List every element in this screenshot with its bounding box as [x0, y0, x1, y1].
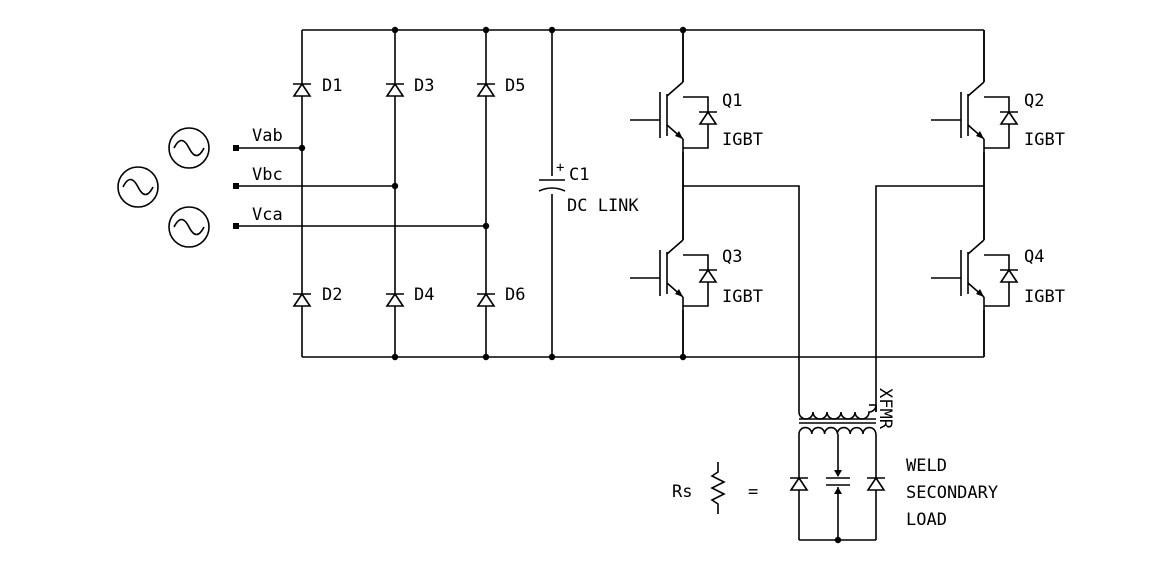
vca-label: Vca	[252, 205, 283, 225]
diode-d5-label: D5	[505, 76, 525, 96]
secondary-diode-left	[789, 476, 809, 491]
ac-source-symbols	[117, 127, 210, 248]
h-bridge-output-wires	[683, 185, 984, 412]
ac-source-top-icon	[168, 127, 210, 169]
igbt-q1: Q1 IGBT	[630, 30, 763, 186]
diode-d6: D6	[476, 285, 525, 307]
resistor-rs-label: Rs	[672, 482, 692, 502]
diode-d6-label: D6	[505, 285, 525, 305]
vab-label: Vab	[252, 126, 283, 146]
diode-d2-label: D2	[322, 285, 342, 305]
diode-d4: D4	[385, 285, 434, 307]
diode-d5: D5	[476, 76, 525, 97]
capacitor-c1: + C1 DC LINK	[538, 160, 639, 216]
secondary-diode-right	[866, 476, 886, 491]
load-caption-line-3: LOAD	[906, 510, 947, 530]
igbt-q4-label: Q4	[1024, 247, 1044, 267]
igbt-q2-label: Q2	[1024, 91, 1044, 111]
capacitor-polarity: +	[556, 160, 564, 176]
capacitor-caption: DC LINK	[567, 196, 639, 216]
diode-d1: D1	[292, 76, 342, 97]
igbt-q3-label: Q3	[722, 247, 742, 267]
igbt-q1-label: Q1	[722, 91, 742, 111]
igbt-q3-type: IGBT	[722, 287, 763, 307]
diode-d4-label: D4	[414, 285, 434, 305]
rectifier-bridge: D1 D2 D3 D4 D5 D6	[292, 76, 525, 307]
transformer-xfmr: XFMR	[798, 388, 895, 435]
junction-dots	[298, 26, 687, 361]
igbt-q2: Q2 IGBT	[931, 30, 1065, 186]
igbt-q4: Q4 IGBT	[931, 186, 1065, 357]
load-caption-line-1: WELD	[906, 456, 947, 476]
igbt-q2-type: IGBT	[1024, 130, 1065, 150]
secondary-circuit: Rs = WELD SECONDARY LOAD	[672, 434, 998, 544]
transformer-label: XFMR	[875, 388, 895, 430]
dc-bus	[301, 29, 985, 358]
vbc-label: Vbc	[252, 165, 283, 185]
diode-d3-label: D3	[414, 76, 434, 96]
phase-inputs: Vab Vbc Vca	[233, 126, 486, 229]
diode-d2: D2	[292, 285, 342, 307]
equivalence-sign: =	[748, 482, 758, 502]
diode-d3: D3	[385, 76, 434, 97]
igbt-q3: Q3 IGBT	[630, 186, 763, 357]
ac-source-left-icon	[117, 166, 159, 208]
igbt-q1-type: IGBT	[722, 130, 763, 150]
capacitor-c1-label: C1	[569, 165, 589, 185]
igbt-q4-type: IGBT	[1024, 287, 1065, 307]
diode-d1-label: D1	[322, 76, 342, 96]
resistor-rs: Rs =	[672, 462, 758, 514]
ac-source-bottom-icon	[168, 206, 210, 248]
load-caption-line-2: SECONDARY	[906, 483, 998, 503]
